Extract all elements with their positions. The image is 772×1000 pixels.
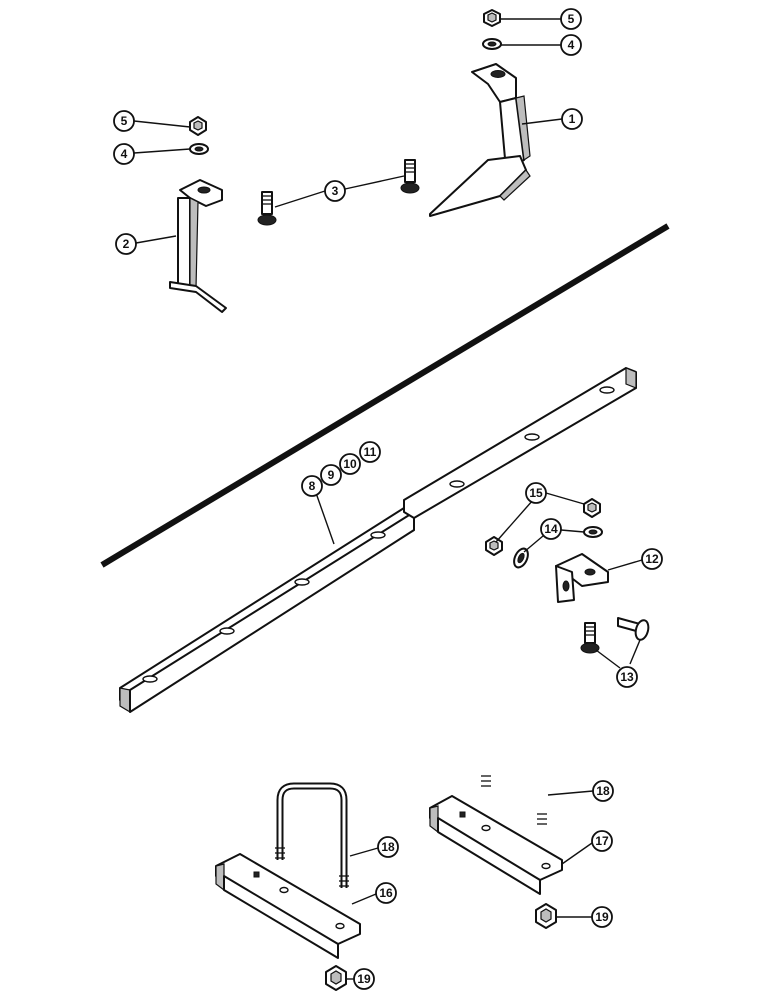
u-bolt-part-18-right [481,720,547,826]
svg-text:3: 3 [332,184,339,198]
svg-text:8: 8 [309,479,316,493]
callout-3: 3 [324,180,346,202]
svg-text:15: 15 [529,486,543,500]
section-divider-line [100,223,670,568]
nut-part-19-bottom [325,965,347,991]
bolt-part-3-left [257,191,277,226]
callout-15: 15 [525,482,547,504]
callout-17: 17 [591,830,613,852]
svg-text:13: 13 [620,670,634,684]
callout-12: 12 [641,548,663,570]
svg-text:10: 10 [343,457,357,471]
callout-19-bottom: 19 [353,968,375,990]
svg-text:19: 19 [595,910,609,924]
washer-part-14-left [513,547,529,569]
callout-1: 1 [561,108,583,130]
svg-text:2: 2 [123,237,130,251]
nut-part-5-left [189,116,207,136]
callout-4-left: 4 [113,143,135,165]
callout-13: 13 [616,666,638,688]
callout-19-right: 19 [591,906,613,928]
callout-4-top: 4 [560,34,582,56]
callout-16: 16 [375,882,397,904]
svg-text:1: 1 [569,112,576,126]
angle-bar-part-8 [119,507,415,714]
nut-part-15-right [583,498,601,518]
callout-5-left: 5 [113,110,135,132]
svg-text:18: 18 [596,784,610,798]
callout-18-left: 18 [377,836,399,858]
svg-text:9: 9 [328,468,335,482]
svg-text:19: 19 [357,972,371,986]
svg-text:5: 5 [568,12,575,26]
mounting-bracket-part-17 [429,795,563,895]
callout-18-right: 18 [592,780,614,802]
callout-9: 9 [320,464,342,486]
angle-clip-part-12 [555,553,609,603]
callout-2: 2 [115,233,137,255]
svg-text:14: 14 [544,522,558,536]
washer-part-4-left [189,143,209,155]
svg-text:18: 18 [381,840,395,854]
svg-text:16: 16 [379,886,393,900]
angle-bar-part-8-right-section [403,367,637,519]
bracket-part-2 [169,179,227,313]
shovel-bracket-part-1 [429,63,531,217]
callout-8: 8 [301,475,323,497]
washer-part-14-right [583,526,603,538]
bolt-part-3-right [400,159,420,194]
carriage-bolt-part-13-right [617,617,650,641]
svg-text:12: 12 [645,552,659,566]
nut-part-15-left [485,536,503,556]
svg-text:5: 5 [121,114,128,128]
callout-5-top: 5 [560,8,582,30]
nut-part-19-right [535,903,557,929]
washer-part-4-top [482,38,502,50]
svg-text:4: 4 [121,147,128,161]
leader-lines [133,18,643,980]
svg-text:4: 4 [568,38,575,52]
callout-10: 10 [339,453,361,475]
callout-14: 14 [540,518,562,540]
svg-text:17: 17 [595,834,609,848]
bolt-part-13-left [580,622,600,654]
svg-text:11: 11 [364,445,377,459]
mounting-bracket-part-16 [215,853,361,959]
nut-part-5-top [483,9,501,27]
u-bolt-part-18-left [275,782,349,888]
callout-11: 11 [359,441,381,463]
